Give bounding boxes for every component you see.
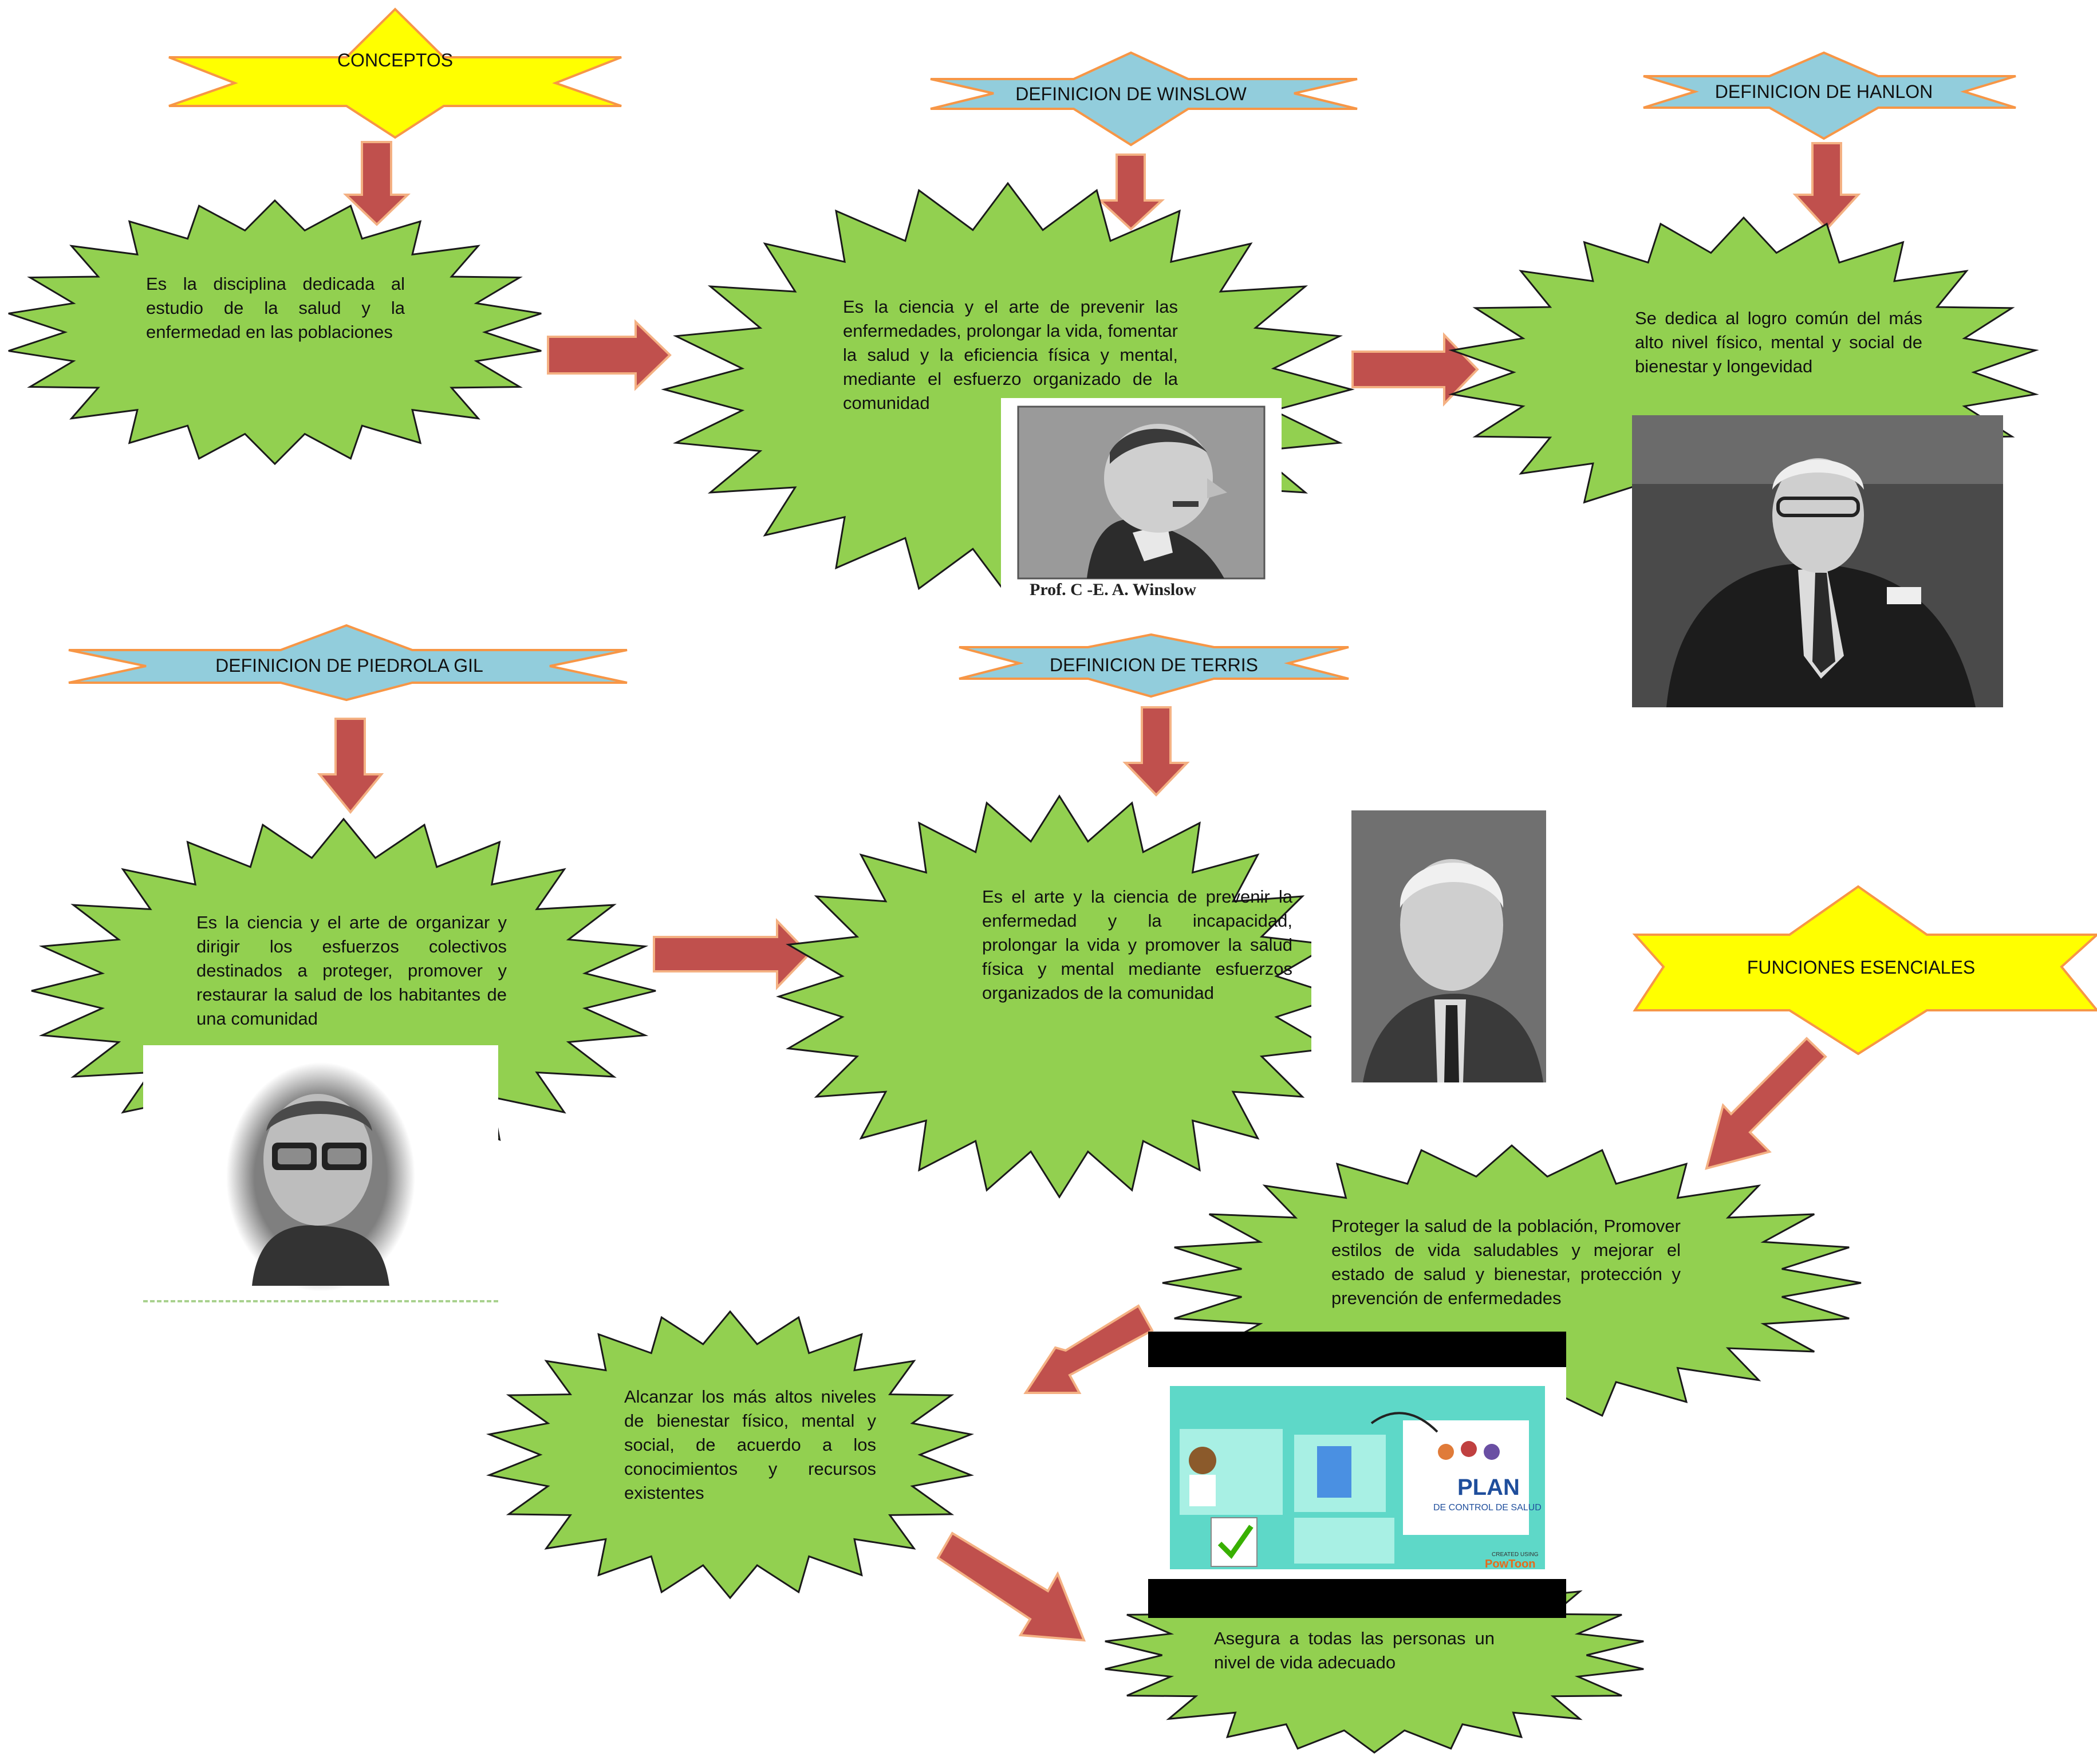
arrow-funcion1-to-funcion2: [1023, 1304, 1154, 1394]
header-terris-shape: [959, 633, 1349, 698]
plan-title: PLAN: [1457, 1475, 1520, 1500]
burst-terris: [776, 794, 1343, 1199]
piedrola-photo: [143, 1045, 498, 1302]
header-winslow: DEFINICION DE WINSLOW: [1015, 84, 1247, 104]
arrow-to-hanlon: [1351, 332, 1479, 407]
arrow-hanlon-down: [1792, 142, 1861, 231]
hanlon-portrait-icon: [1632, 415, 2003, 707]
header-conceptos: CONCEPTOS: [337, 50, 454, 70]
header-piedrola-shape: [68, 624, 628, 702]
header-winslow-shape: [930, 51, 1358, 147]
box-funcion3-text: Asegura a todas las personas un nivel de…: [1214, 1628, 1495, 1672]
piedrola-portrait-icon: [226, 1062, 415, 1292]
terris-portrait-icon: [1351, 810, 1546, 1082]
arrow-to-winslow: [547, 319, 672, 391]
winslow-photo: Prof. C -E. A. Winslow: [1001, 398, 1282, 613]
plan-subtitle: DE CONTROL DE SALUD: [1433, 1503, 1542, 1513]
header-hanlon-shape: [1643, 51, 2016, 140]
box-funcion2-text: Alcanzar los más altos niveles de bienes…: [624, 1387, 876, 1503]
box-winslow-text: Es la ciencia y el arte de prevenir las …: [843, 297, 1178, 413]
arrow-conceptos-down: [343, 141, 411, 226]
arrow-piedrola-down: [317, 718, 384, 814]
arrow-winslow-down: [1097, 153, 1165, 231]
terris-photo: [1311, 810, 1546, 1082]
box-conceptos-text: Es la disciplina dedicada al estudio de …: [146, 274, 405, 342]
arrow-funciones-down: [1705, 1037, 1827, 1170]
header-piedrola: DEFINICION DE PIEDROLA GIL: [215, 655, 483, 676]
plan-credit-brand: PowToon: [1485, 1558, 1536, 1570]
header-terris: DEFINICION DE TERRIS: [1050, 655, 1258, 675]
box-hanlon-text: Se dedica al logro común del más alto ni…: [1635, 308, 1922, 376]
hanlon-photo: [1632, 415, 2003, 707]
plan-video-thumbnail[interactable]: PLAN DE CONTROL DE SALUD CREATED USING P…: [1148, 1332, 1566, 1618]
box-funcion1-text: Proteger la salud de la población, Promo…: [1331, 1216, 1681, 1308]
header-funciones-shape: [1632, 885, 2097, 1056]
header-hanlon: DEFINICION DE HANLON: [1714, 81, 1933, 102]
header-funciones: FUNCIONES ESENCIALES: [1747, 957, 1976, 978]
arrow-funcion2-to-funcion3: [936, 1531, 1086, 1642]
plan-video-frame: PLAN DE CONTROL DE SALUD CREATED USING P…: [1148, 1367, 1566, 1579]
header-conceptos-shape: [168, 7, 622, 139]
burst-funcion2: [486, 1310, 975, 1600]
winslow-portrait-icon: [1017, 405, 1266, 580]
arrow-to-terris: [653, 918, 811, 990]
winslow-caption: Prof. C -E. A. Winslow: [1030, 580, 1196, 599]
plan-credit-small: CREATED USING: [1492, 1552, 1539, 1558]
box-terris-text: Es el arte y la ciencia de prevenir la e…: [982, 887, 1292, 1003]
box-piedrola-text: Es la ciencia y el arte de organizar y d…: [196, 912, 507, 1029]
burst-conceptos: [8, 199, 542, 466]
arrow-terris-down: [1122, 706, 1190, 797]
